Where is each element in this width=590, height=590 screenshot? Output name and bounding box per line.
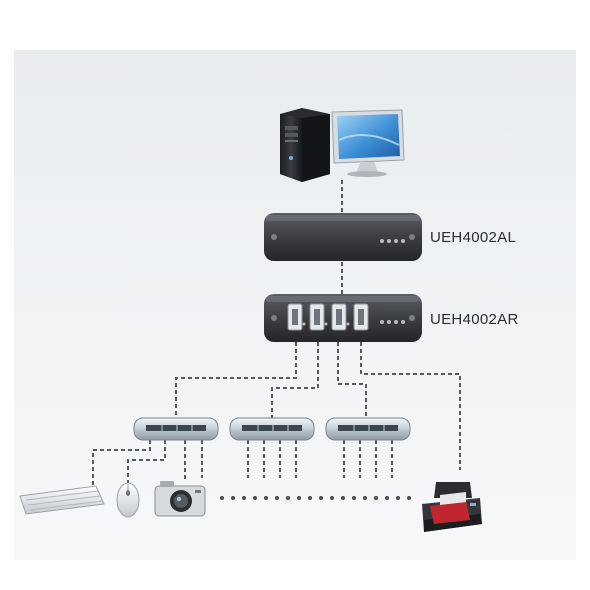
usb-port-icon bbox=[287, 303, 303, 331]
led-icon bbox=[387, 239, 391, 243]
usb-port-icon bbox=[309, 303, 325, 331]
cable-port1-to-hub1 bbox=[175, 342, 297, 418]
mouse-icon bbox=[116, 482, 140, 518]
cable-hub1-to-keyboard bbox=[92, 440, 151, 488]
more-devices-ellipsis bbox=[220, 496, 411, 500]
camera-icon bbox=[154, 481, 206, 517]
remote-unit-label: UEH4002AR bbox=[430, 311, 519, 328]
keyboard-icon bbox=[19, 485, 105, 515]
led-icon bbox=[394, 239, 398, 243]
computer-tower-icon bbox=[280, 108, 330, 182]
usb-hub-icon bbox=[229, 417, 315, 441]
local-unit-device bbox=[264, 213, 422, 261]
local-unit-label: UEH4002AL bbox=[430, 229, 517, 246]
cable-hub1-to-mouse bbox=[127, 440, 166, 484]
usb-hub-icon bbox=[133, 417, 219, 441]
monitor-icon bbox=[331, 109, 405, 177]
cables bbox=[92, 180, 461, 488]
usb-port-icon bbox=[353, 303, 369, 331]
remote-unit-device bbox=[264, 294, 422, 342]
cable-port3-to-hub3 bbox=[337, 342, 367, 418]
led-icon bbox=[401, 239, 405, 243]
led-icon bbox=[380, 239, 384, 243]
usb-hub-icon bbox=[325, 417, 411, 441]
cable-port4-to-printer bbox=[360, 342, 461, 470]
cable-port2-to-hub2 bbox=[271, 342, 319, 418]
usb-port-icon bbox=[331, 303, 347, 331]
printer-icon bbox=[422, 482, 482, 532]
